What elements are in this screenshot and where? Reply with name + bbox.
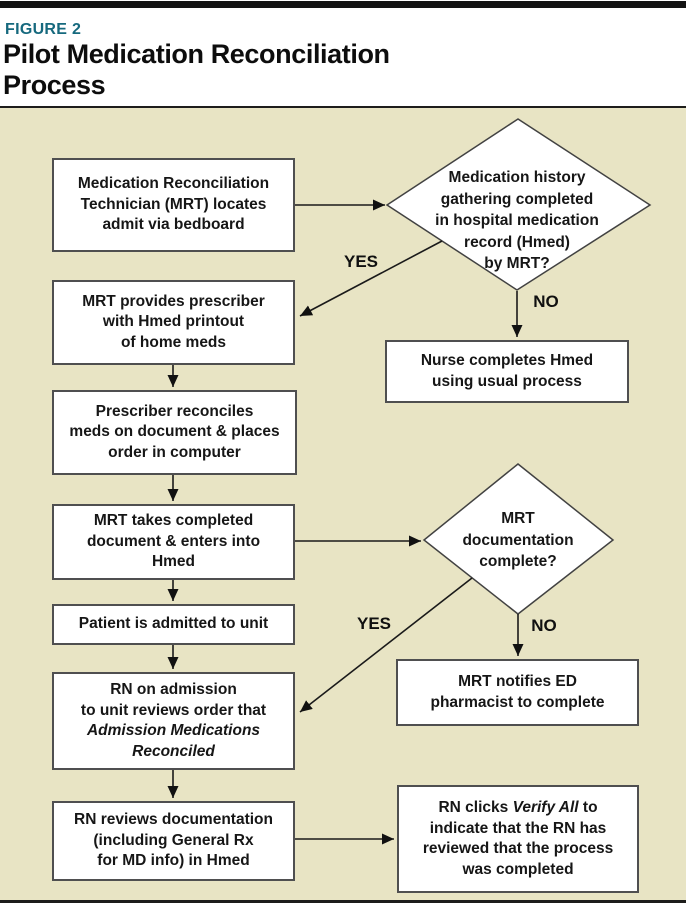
- process-box-mrt-enters-hmed: MRT takes completed document & enters in…: [52, 504, 295, 580]
- process-box-nurse-completes-hmed: Nurse completes Hmed using usual process: [385, 340, 629, 403]
- process-box-rn-reviews-order: RN on admission to unit reviews order th…: [52, 672, 295, 770]
- box-text-line: Nurse completes Hmed: [420, 352, 594, 369]
- box-text-line: was completed: [462, 860, 574, 878]
- box-text-line: to unit reviews order that: [80, 701, 267, 719]
- box-text-line: Medication Reconciliation: [77, 175, 270, 193]
- decision-text-line: by MRT?: [484, 255, 550, 272]
- box-text-line: of home meds: [120, 333, 227, 351]
- edge-label-yes-history: YES: [343, 252, 379, 271]
- decision-diamond-history-complete: [385, 118, 652, 291]
- decision-text-line: gathering completed: [440, 190, 594, 208]
- figure-label: FIGURE 2: [5, 21, 82, 38]
- box-text-line: admit via bedboard: [102, 216, 245, 234]
- box-text-line: Hmed: [151, 553, 196, 571]
- top-rule-bar: [0, 1, 686, 8]
- box-text-line: pharmacist to complete: [430, 693, 605, 711]
- arrow-history-yes-to-printout: [299, 240, 443, 317]
- edge-label-yes-documentation: YES: [356, 614, 392, 633]
- box-text-line: order in computer: [108, 443, 241, 461]
- box-text-line: Technician (MRT) locates: [80, 195, 267, 213]
- decision-text-line: documentation: [462, 531, 574, 549]
- box-text-line: Prescriber reconciles: [95, 402, 254, 420]
- box-text-line: MRT notifies ED: [458, 673, 577, 690]
- process-box-prescriber-reconciles: Prescriber reconciles meds on document &…: [52, 390, 297, 475]
- arrow-documentation-yes-to-rn-order: [299, 577, 473, 713]
- box-text-line: reviewed that the process: [422, 840, 614, 857]
- edge-label-no-history: NO: [533, 292, 559, 311]
- process-box-rn-reviews-documentation: RN reviews documentation (including Gene…: [52, 801, 295, 881]
- box-text-line: (including General Rx: [93, 831, 254, 849]
- box-text-line: document & enters into: [86, 532, 261, 550]
- process-box-mrt-provides-printout: MRT provides prescriber with Hmed printo…: [52, 280, 295, 365]
- box-text-line: with Hmed printout: [102, 313, 245, 331]
- box-text-line: indicate that the RN has: [429, 819, 607, 837]
- box-text-line: Patient is admitted to unit: [78, 615, 269, 633]
- box-text-line: Admission Medications: [86, 722, 261, 739]
- figure-title-line1: Pilot Medication Reconciliation: [3, 39, 390, 69]
- process-box-rn-clicks-verify-all: RN clicks Verify All to indicate that th…: [397, 785, 639, 893]
- decision-text-line: complete?: [479, 553, 557, 570]
- box-text-line: for MD info) in Hmed: [97, 852, 250, 870]
- box-text-line: MRT takes completed: [93, 512, 254, 530]
- decision-text-documentation-complete: MRT documentation complete?: [438, 508, 598, 573]
- process-box-patient-admitted: Patient is admitted to unit: [52, 604, 295, 645]
- figure-title-line2: Process: [3, 70, 106, 100]
- process-box-mrt-locates-admit: Medication Reconciliation Technician (MR…: [52, 158, 295, 252]
- decision-text-history-complete: Medication history gathering completed i…: [401, 167, 633, 275]
- edge-label-no-documentation: NO: [531, 616, 557, 635]
- decision-text-line: Medication history: [448, 169, 586, 186]
- decision-text-line: in hospital medication: [435, 212, 599, 229]
- box-text-line: RN clicks Verify All to: [438, 798, 597, 819]
- box-text-line: Reconciled: [132, 742, 215, 760]
- box-text-line: RN reviews documentation: [74, 811, 273, 829]
- box-text-line: MRT provides prescriber: [82, 292, 265, 310]
- decision-text-line: MRT: [501, 510, 535, 527]
- box-text-line: RN on admission: [110, 681, 237, 698]
- box-text-line: using usual process: [432, 372, 582, 390]
- box-text-segment-italic: Verify All: [512, 799, 579, 816]
- decision-text-line: record (Hmed): [464, 233, 570, 251]
- box-text-line: meds on document & places: [69, 423, 280, 441]
- box-text-segment: to: [578, 799, 598, 816]
- box-text-segment: RN clicks: [438, 799, 513, 816]
- process-box-mrt-notifies-pharmacist: MRT notifies ED pharmacist to complete: [396, 659, 639, 726]
